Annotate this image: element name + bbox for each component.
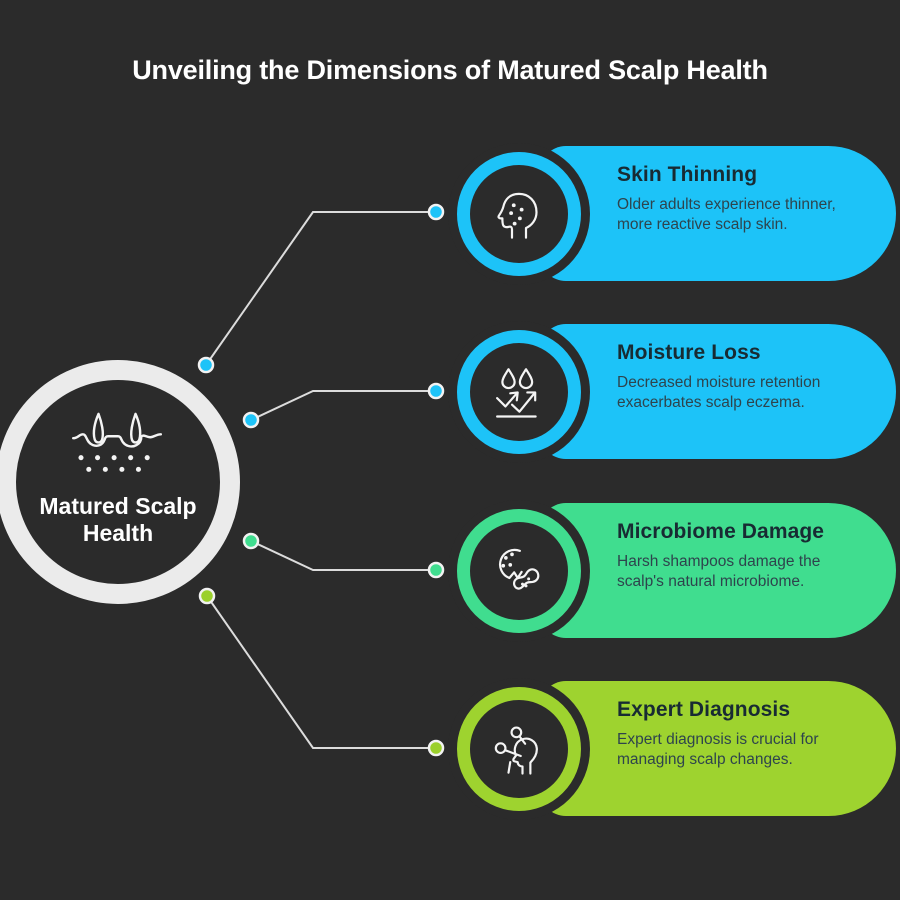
item-icon-circle <box>457 151 581 276</box>
moisture-evaporation-icon <box>496 367 537 418</box>
microbes-icon <box>499 548 540 590</box>
item-title: Moisture Loss <box>617 341 761 364</box>
node-dot-icon <box>242 411 260 429</box>
item-card: Skin Thinning Older adults experience th… <box>540 146 896 281</box>
node-dot-icon <box>197 356 215 374</box>
item-description: Decreased moisture retention exacerbates… <box>617 374 821 411</box>
item-row-microbiome-damage: Microbiome Damage Harsh shampoos damage … <box>0 503 900 638</box>
hair-follicle-icon <box>71 412 163 472</box>
node-dot-icon <box>427 739 445 757</box>
item-title: Microbiome Damage <box>617 520 825 543</box>
connector-line-2 <box>250 390 430 421</box>
item-description: Older adults experience thinner, more re… <box>617 196 836 233</box>
center-hub-label: Matured Scalp Health <box>39 493 197 546</box>
item-card: Expert Diagnosis Expert diagnosis is cru… <box>540 681 896 816</box>
item-icon-circle <box>457 329 581 454</box>
item-row-expert-diagnosis: Expert Diagnosis Expert diagnosis is cru… <box>0 681 900 816</box>
item-description: Harsh shampoos damage the scalp's natura… <box>617 553 821 590</box>
item-description: Expert diagnosis is crucial for managing… <box>617 731 819 768</box>
item-card: Moisture Loss Decreased moisture retenti… <box>540 324 896 459</box>
item-icon-circle <box>457 686 581 811</box>
connector-line-4 <box>206 595 430 749</box>
center-hub-content: Matured Scalp Health <box>31 409 206 547</box>
node-dot-icon <box>427 203 445 221</box>
item-title: Expert Diagnosis <box>617 698 791 721</box>
head-pins-icon <box>494 725 538 775</box>
node-dot-icon <box>198 587 216 605</box>
item-row-moisture-loss: Moisture Loss Decreased moisture retenti… <box>0 324 900 459</box>
connector-line-3 <box>250 540 430 571</box>
node-dot-icon <box>242 532 260 550</box>
node-dot-icon <box>427 382 445 400</box>
head-spots-icon <box>497 192 538 239</box>
node-dot-icon <box>427 561 445 579</box>
item-title: Skin Thinning <box>617 163 758 186</box>
item-row-skin-thinning: Skin Thinning Older adults experience th… <box>0 146 900 281</box>
page-title: Unveiling the Dimensions of Matured Scal… <box>132 55 768 85</box>
item-card: Microbiome Damage Harsh shampoos damage … <box>540 503 896 638</box>
item-icon-circle <box>457 508 581 633</box>
connector-line-1 <box>205 211 430 366</box>
